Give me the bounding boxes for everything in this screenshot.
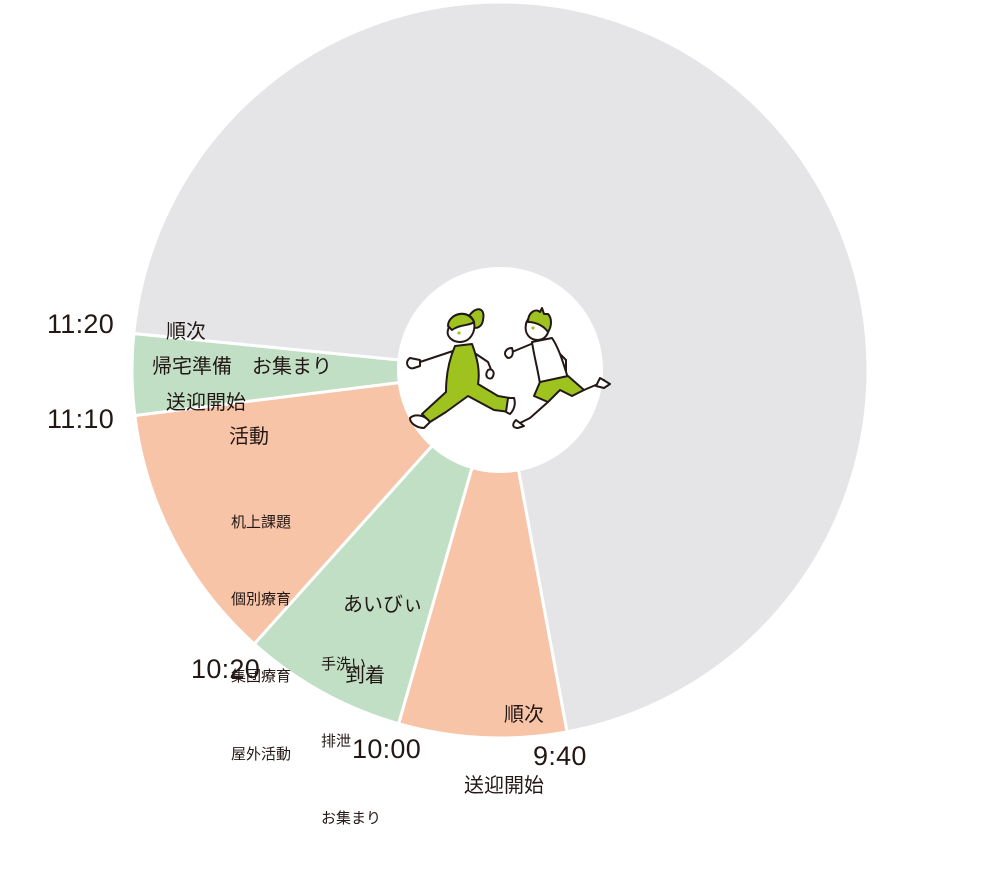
arrival-item: 手洗い <box>321 654 367 673</box>
label-arrival-line1: あいびぃ <box>343 592 423 617</box>
label-arrival-line2: 到着 <box>345 662 385 687</box>
label-dropoff-title: 順次 送迎開始 <box>166 273 246 462</box>
schedule-diagram: 順次 送迎開始 帰宅準備 お集まり 活動 机上課題 個別療育 集団療育 屋外活動… <box>47 0 870 827</box>
running-children-illustration <box>406 307 611 429</box>
arrival-item: お集まり <box>321 809 382 828</box>
time-label-1110: 11:10 <box>47 404 115 434</box>
center-hole <box>397 267 603 473</box>
activity-item: 個別療育 <box>231 589 292 608</box>
label-activity-items: 机上課題 個別療育 集団療育 屋外活動 <box>231 458 291 819</box>
time-label-1120: 11:20 <box>47 309 115 339</box>
activity-item: 屋外活動 <box>231 744 292 763</box>
label-dropoff-line2: 送迎開始 <box>166 389 246 414</box>
time-label-0940: 9:40 <box>533 741 587 771</box>
time-label-1020: 10:20 <box>191 654 261 684</box>
time-label-1000: 10:00 <box>352 734 422 764</box>
label-prepare-title: 帰宅準備 お集まり <box>152 354 332 378</box>
slice-1020-1110 <box>133 368 504 647</box>
label-dropoff-line1: 順次 <box>166 319 206 344</box>
label-pickup-title: 順次 送迎開始 <box>440 656 544 845</box>
slice-1000-1020 <box>252 368 502 726</box>
boy-figure-icon <box>504 307 611 429</box>
label-pickup-line1: 順次 <box>504 702 544 727</box>
activity-item: 机上課題 <box>231 512 292 531</box>
label-pickup-line2: 送迎開始 <box>464 772 544 797</box>
schedule-donut-chart <box>130 0 870 740</box>
slice-940-1000 <box>396 369 569 740</box>
label-arrival-title: あいびぃ 到着 <box>343 546 423 735</box>
girl-figure-icon <box>406 308 516 429</box>
arrival-item: 排泄 <box>321 731 352 750</box>
label-activity-title: 活動 <box>229 424 269 448</box>
activity-item: 集団療育 <box>231 667 292 686</box>
